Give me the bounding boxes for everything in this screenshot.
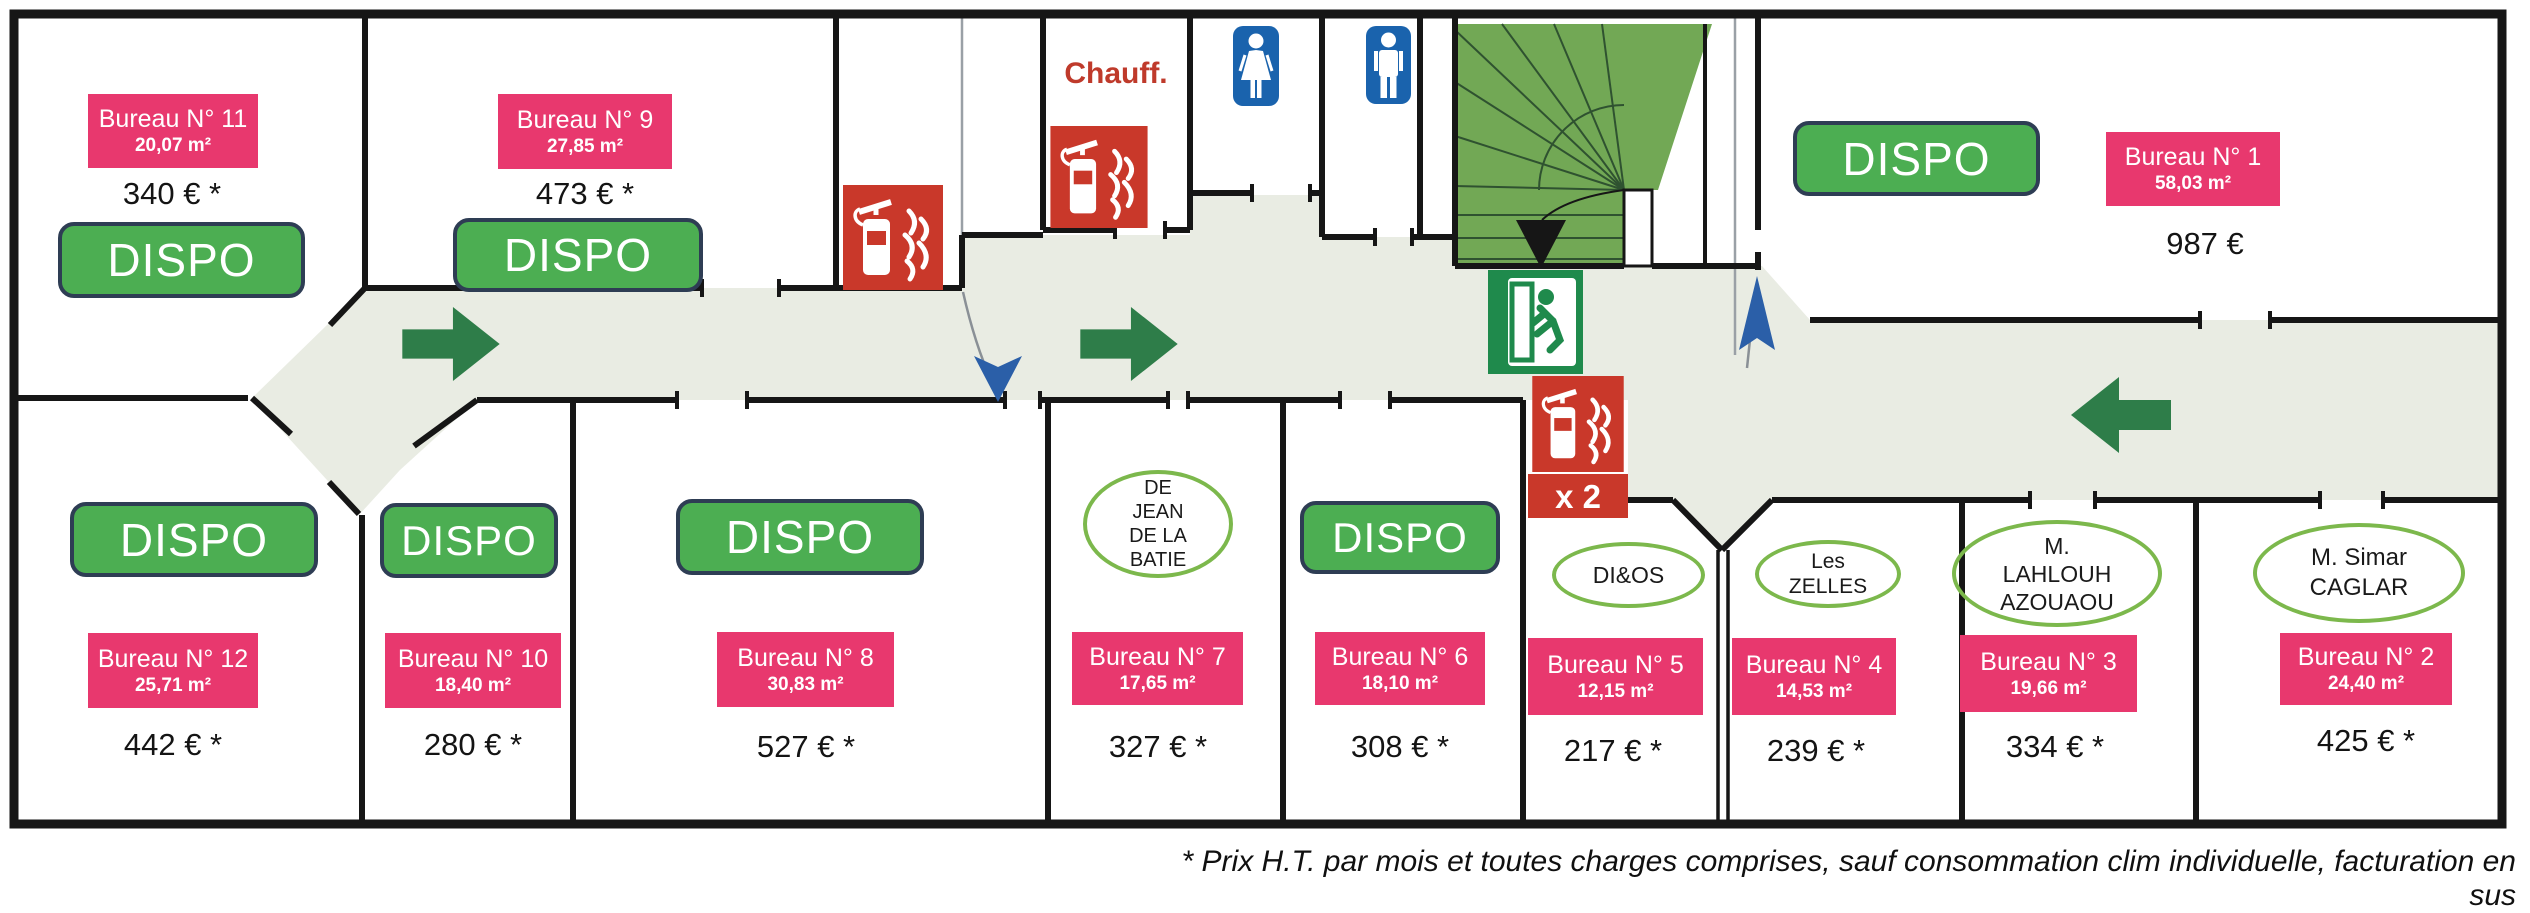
room-area: 19,66 m²: [2010, 677, 2087, 699]
room-name: Bureau N° 12: [97, 644, 249, 673]
room-price-bureau-8: 527 € *: [756, 729, 856, 764]
room-badge-bureau-4: Bureau N° 4 14,53 m²: [1732, 638, 1896, 715]
room-price-bureau-4: 239 € *: [1766, 733, 1866, 768]
room-badge-bureau-3: Bureau N° 3 19,66 m²: [1960, 635, 2137, 712]
occupant-oval-bureau-5: DI&OS: [1552, 542, 1705, 608]
flow-arrow-down: [961, 291, 1022, 402]
room-area: 20,07 m²: [134, 135, 212, 156]
room-name: Bureau N° 8: [737, 643, 874, 672]
dispo-badge-bureau-1: DISPO: [1793, 121, 2040, 196]
occupant-line: DE: [1144, 477, 1172, 499]
room-badge-bureau-12: Bureau N° 12 25,71 m²: [88, 633, 258, 708]
room-name: Bureau N° 4: [1745, 650, 1883, 679]
dispo-badge-bureau-8: DISPO: [676, 499, 924, 575]
stairwell: [1454, 23, 1712, 268]
dispo-badge-bureau-6: DISPO: [1300, 501, 1500, 574]
emergency-exit-icon: [1488, 270, 1583, 374]
occupant-line: LAHLOUH: [2002, 560, 2112, 587]
room-badge-bureau-9: Bureau N° 9 27,85 m²: [498, 94, 672, 169]
occupant-oval-bureau-4: Les ZELLES: [1755, 540, 1901, 608]
dispo-badge-bureau-11: DISPO: [58, 222, 305, 298]
room-name: Bureau N° 3: [1980, 647, 2117, 676]
room-area: 24,40 m²: [2327, 673, 2405, 694]
room-name: Bureau N° 2: [2297, 643, 2435, 671]
room-price-bureau-10: 280 € *: [423, 727, 523, 762]
room-badge-bureau-1: Bureau N° 1 58,03 m²: [2106, 132, 2280, 206]
occupant-line: ZELLES: [1788, 575, 1868, 598]
room-area: 12,15 m²: [1577, 680, 1654, 702]
flow-arrow-up: [1739, 276, 1775, 369]
room-name: Bureau N° 10: [397, 644, 549, 673]
room-name: Bureau N° 6: [1331, 642, 1469, 671]
room-area: 18,10 m²: [1361, 672, 1439, 694]
room-badge-bureau-10: Bureau N° 10 18,40 m²: [385, 633, 561, 708]
room-price-bureau-7: 327 € *: [1108, 729, 1208, 764]
occupant-line: M. Simar: [2311, 544, 2407, 571]
room-name: Bureau N° 9: [516, 105, 654, 134]
room-price-bureau-3: 334 € *: [2005, 729, 2105, 764]
dispo-badge-bureau-10: DISPO: [380, 503, 558, 578]
room-name: Bureau N° 11: [98, 105, 248, 133]
wc-women-icon: [1233, 26, 1279, 106]
room-price-bureau-11: 340 € *: [122, 176, 222, 211]
chauff-room-label: Chauff.: [1064, 57, 1168, 90]
room-name: Bureau N° 7: [1089, 642, 1226, 671]
room-price-bureau-12: 442 € *: [123, 727, 223, 762]
occupant-line: DI&OS: [1592, 561, 1665, 588]
room-area: 58,03 m²: [2154, 173, 2232, 194]
room-badge-bureau-6: Bureau N° 6 18,10 m²: [1315, 632, 1485, 705]
occupant-line: DE LA: [1129, 525, 1187, 547]
room-area: 14,53 m²: [1775, 680, 1853, 702]
occupant-line: M.: [2044, 532, 2070, 559]
room-area: 17,65 m²: [1119, 672, 1196, 694]
room-badge-bureau-2: Bureau N° 2 24,40 m²: [2280, 633, 2452, 705]
occupant-line: AZOUAOU: [2000, 588, 2114, 615]
room-area: 25,71 m²: [134, 674, 212, 696]
wc-men-icon: [1366, 26, 1411, 104]
room-price-bureau-6: 308 € *: [1350, 729, 1450, 764]
room-price-bureau-1: 987 €: [2166, 226, 2244, 261]
room-badge-bureau-8: Bureau N° 8 30,83 m²: [717, 632, 894, 707]
room-name: Bureau N° 5: [1547, 650, 1684, 679]
price-footnote: * Prix H.T. par mois et toutes charges c…: [1181, 845, 2516, 912]
occupant-oval-bureau-7: DE JEAN DE LA BATIE: [1083, 470, 1233, 578]
occupant-line: BATIE: [1129, 549, 1187, 571]
room-area: 27,85 m²: [546, 135, 624, 157]
fire-extinguisher-icon: [843, 185, 943, 290]
room-price-bureau-5: 217 € *: [1563, 733, 1663, 768]
dispo-badge-bureau-9: DISPO: [453, 218, 703, 292]
room-name: Bureau N° 1: [2124, 143, 2262, 171]
room-price-bureau-2: 425 € *: [2316, 723, 2416, 758]
room-area: 30,83 m²: [767, 673, 844, 695]
door-ticks: [675, 184, 2385, 509]
svg-text:x 2: x 2: [1555, 478, 1601, 515]
fire-extinguisher-icon: [1050, 126, 1147, 228]
occupant-line: CAGLAR: [2309, 574, 2409, 601]
room-badge-bureau-5: Bureau N° 5 12,15 m²: [1528, 638, 1703, 715]
dispo-badge-bureau-12: DISPO: [70, 502, 318, 577]
corridor: [252, 195, 2502, 550]
stairs-down-arrow: [1516, 220, 1566, 268]
occupant-line: Les: [1811, 550, 1845, 573]
room-badge-bureau-7: Bureau N° 7 17,65 m²: [1072, 632, 1243, 705]
occupant-line: JEAN: [1132, 501, 1184, 523]
room-area: 18,40 m²: [434, 674, 512, 696]
fire-extinguisher-x2-icon: x 2: [1528, 376, 1628, 518]
occupant-oval-bureau-3: M. LAHLOUH AZOUAOU: [1952, 520, 2162, 627]
room-badge-bureau-11: Bureau N° 11 20,07 m²: [88, 94, 258, 168]
occupant-oval-bureau-2: M. Simar CAGLAR: [2253, 523, 2465, 623]
room-price-bureau-9: 473 € *: [535, 176, 635, 211]
